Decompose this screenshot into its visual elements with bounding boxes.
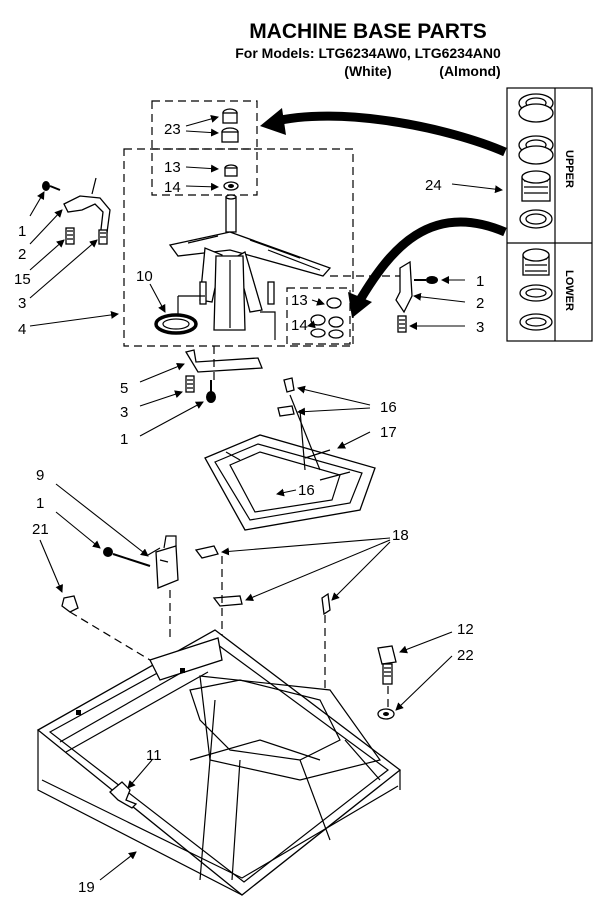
callout-16-tray: 16 bbox=[298, 482, 315, 499]
callout-1-right: 1 bbox=[476, 273, 484, 290]
callout-12: 12 bbox=[457, 621, 474, 638]
part-19-machine-base bbox=[36, 629, 402, 896]
callout-3-right: 3 bbox=[476, 319, 484, 336]
callout-11: 11 bbox=[146, 747, 162, 764]
lower-label: LOWER bbox=[563, 270, 575, 311]
lower-bushing-icons bbox=[519, 248, 553, 331]
part-4-suspension-support bbox=[168, 194, 332, 340]
callout-23: 23 bbox=[164, 121, 181, 138]
part-9-leveling-bracket bbox=[103, 535, 179, 589]
right-bracket-assembly bbox=[330, 260, 438, 333]
part-22-washer bbox=[377, 708, 395, 720]
diagram-title: MACHINE BASE PARTS bbox=[249, 20, 487, 43]
callout-17: 17 bbox=[380, 424, 397, 441]
callout-14-lower: 14 bbox=[291, 317, 308, 334]
upper-label: UPPER bbox=[563, 150, 575, 188]
bushing-kit-panel: UPPER LOWER bbox=[506, 87, 593, 342]
callout-4: 4 bbox=[18, 321, 26, 338]
left-bracket-assembly bbox=[42, 177, 111, 245]
lower-kit-arrow bbox=[348, 217, 507, 318]
callout-13-upper: 13 bbox=[164, 159, 181, 176]
color-white: (White) bbox=[344, 63, 391, 79]
part-12-bolt bbox=[377, 645, 397, 685]
upper-kit-arrow bbox=[260, 108, 507, 157]
callout-10: 10 bbox=[136, 268, 153, 285]
callout-18: 18 bbox=[392, 527, 409, 544]
callout-22: 22 bbox=[457, 647, 474, 664]
part-17-tray bbox=[204, 394, 376, 531]
callout-1-mid: 1 bbox=[120, 431, 128, 448]
callout-15: 15 bbox=[14, 271, 31, 288]
upper-bearing-box bbox=[151, 100, 258, 196]
callout-3-left: 3 bbox=[18, 295, 26, 312]
leader-lines bbox=[29, 115, 503, 881]
part-11-clip bbox=[109, 781, 138, 809]
callout-19: 19 bbox=[78, 879, 95, 896]
lower-bearing-box bbox=[286, 287, 351, 345]
models-line: For Models: LTG6234AW0, LTG6234AN0 bbox=[235, 45, 501, 61]
part-5-bracket bbox=[184, 346, 263, 403]
color-almond: (Almond) bbox=[439, 63, 500, 79]
part-21-clip bbox=[61, 595, 79, 613]
callout-2-right: 2 bbox=[476, 295, 484, 312]
gearcase-support-box bbox=[123, 148, 354, 347]
callout-numbers: 23 13 14 24 1 2 15 3 4 10 13 14 1 2 3 5 … bbox=[14, 121, 484, 896]
callout-14-upper: 14 bbox=[164, 179, 181, 196]
callout-24: 24 bbox=[425, 177, 442, 194]
callout-13-lower: 13 bbox=[291, 292, 308, 309]
upper-bushing-icons bbox=[518, 93, 554, 229]
part-10-ring bbox=[154, 313, 198, 335]
callout-21: 21 bbox=[32, 521, 49, 538]
callout-16-top: 16 bbox=[380, 399, 397, 416]
lower-bushing-13-14 bbox=[310, 297, 344, 339]
callout-1-base: 1 bbox=[36, 495, 44, 512]
part-18-clips bbox=[194, 545, 331, 616]
callout-1-left-top: 1 bbox=[18, 223, 26, 240]
part-23-bearing bbox=[221, 108, 239, 143]
part-13-14-bearing bbox=[223, 164, 239, 191]
callout-2-left: 2 bbox=[18, 246, 26, 263]
callout-3-mid: 3 bbox=[120, 404, 128, 421]
callout-5: 5 bbox=[120, 380, 128, 397]
callout-9: 9 bbox=[36, 467, 44, 484]
